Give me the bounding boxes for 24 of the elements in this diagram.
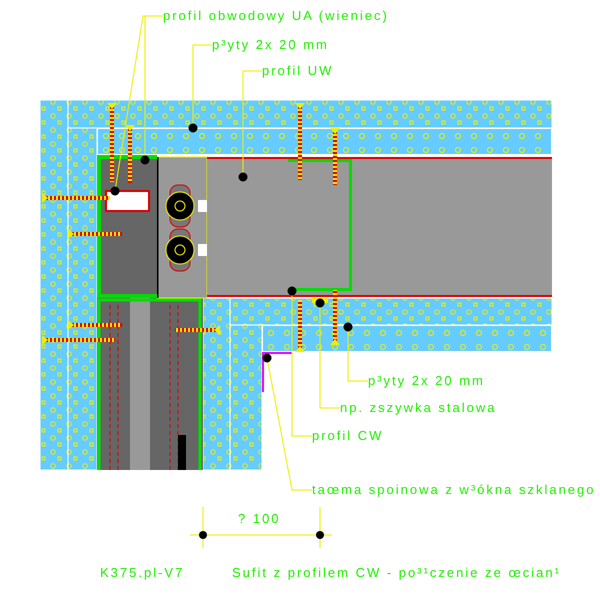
part-label: p³yty 2x 20 mm	[212, 37, 329, 53]
part-label: np. zszywka stalowa	[340, 400, 496, 416]
drawing-number: K375.pl-V7	[100, 565, 184, 581]
ceiling-board	[262, 325, 552, 352]
part-label: profil obwodowy UA (wieniec)	[163, 8, 389, 24]
part-label: p³yty 2x 20 mm	[368, 373, 485, 389]
leader-line	[288, 286, 312, 436]
part-label: taœma spoinowa z w³ókna szklanego	[312, 482, 596, 498]
wall-anchor	[105, 190, 150, 212]
joint-tape	[262, 352, 292, 392]
leader-line	[316, 298, 340, 408]
dimension-label: ? 100	[238, 511, 281, 527]
steel-staple	[312, 298, 328, 303]
ua-profile	[97, 155, 157, 298]
drawing-title: Sufit z profilem CW - po³¹czenie ze œcian¹	[232, 565, 561, 581]
part-label: profil UW	[262, 63, 334, 79]
part-label: profil CW	[312, 428, 384, 444]
leader-line	[344, 322, 368, 382]
leader-line	[238, 70, 262, 182]
leader-line	[188, 44, 212, 132]
ceiling-board	[97, 128, 552, 155]
cw-profile	[288, 159, 352, 291]
leader-line	[262, 354, 312, 490]
uw-profile	[207, 157, 552, 297]
